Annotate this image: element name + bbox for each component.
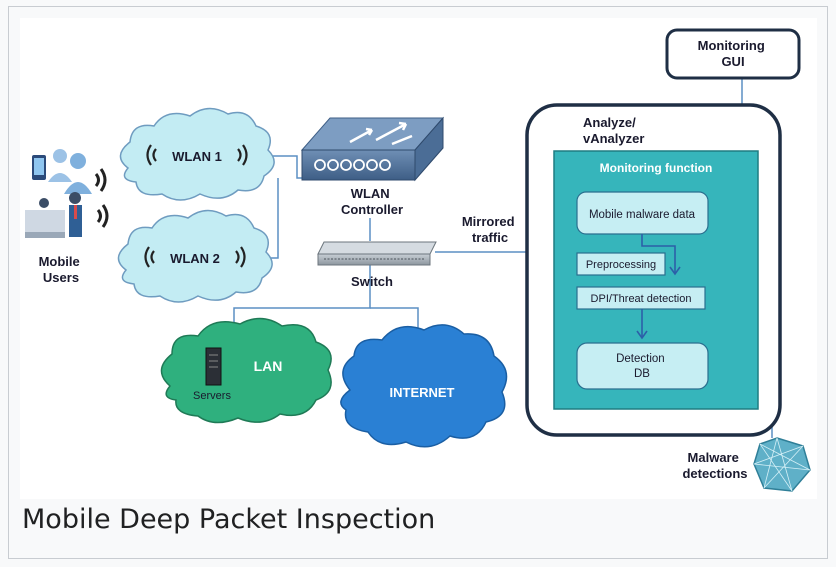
monitoring-gui-label: Monitoring GUI	[698, 38, 769, 69]
wlan1-label: WLAN 1	[172, 149, 222, 164]
preprocessing-box	[576, 252, 666, 276]
server-icon	[205, 347, 222, 386]
line-switch-lan	[233, 265, 371, 333]
mirrored-traffic-label: Mirrored traffic	[462, 214, 518, 245]
network-diagram: Mobile Users WLAN 1 WLAN 2 WLAN Control	[25, 28, 811, 492]
dpi-threat-detection-label: DPI/Threat detection	[591, 293, 692, 305]
analyzer-label: Analyze/ vAnalyzer	[583, 115, 644, 146]
wlan-controller-label: WLAN Controller	[341, 186, 403, 217]
preprocessing-label: Preprocessing	[586, 259, 656, 271]
malware-globe-icon	[753, 437, 811, 492]
monitoring-function-label: Monitoring function	[600, 161, 713, 175]
mobile-users-label: Mobile Users	[39, 254, 84, 285]
dpi-threat-detection-box	[576, 286, 706, 310]
flow-arrows	[636, 234, 681, 340]
wlan-controller-icon	[300, 116, 445, 182]
line-switch-internet	[370, 307, 419, 336]
lan-label: LAN	[254, 358, 283, 374]
monitoring-gui-box	[665, 28, 801, 80]
detection-db-label: Detection DB	[616, 353, 668, 380]
wireless-signal-icon	[94, 168, 109, 228]
mobile-malware-data-label: Mobile malware data	[589, 209, 696, 221]
wlan2-label: WLAN 2	[170, 251, 220, 266]
switch-icon	[317, 241, 437, 266]
internet-cloud	[340, 324, 508, 448]
wlan1-signal-icon	[146, 144, 248, 166]
mobile-users-icon	[25, 149, 109, 238]
internet-label: INTERNET	[390, 385, 455, 400]
servers-label: Servers	[193, 390, 231, 402]
line-wlan1-controller	[268, 155, 302, 179]
switch-label: Switch	[351, 274, 393, 289]
detection-db-box	[576, 342, 709, 390]
diagram-panel: Mobile Users WLAN 1 WLAN 2 WLAN Control	[20, 18, 817, 499]
lan-cloud	[160, 317, 332, 424]
figure-caption: Mobile Deep Packet Inspection	[22, 504, 436, 535]
wlan2-cloud	[117, 209, 273, 303]
wlan2-signal-icon	[144, 246, 246, 268]
wlan1-cloud	[119, 107, 275, 201]
malware-detections-label: Malware detections	[682, 450, 747, 481]
